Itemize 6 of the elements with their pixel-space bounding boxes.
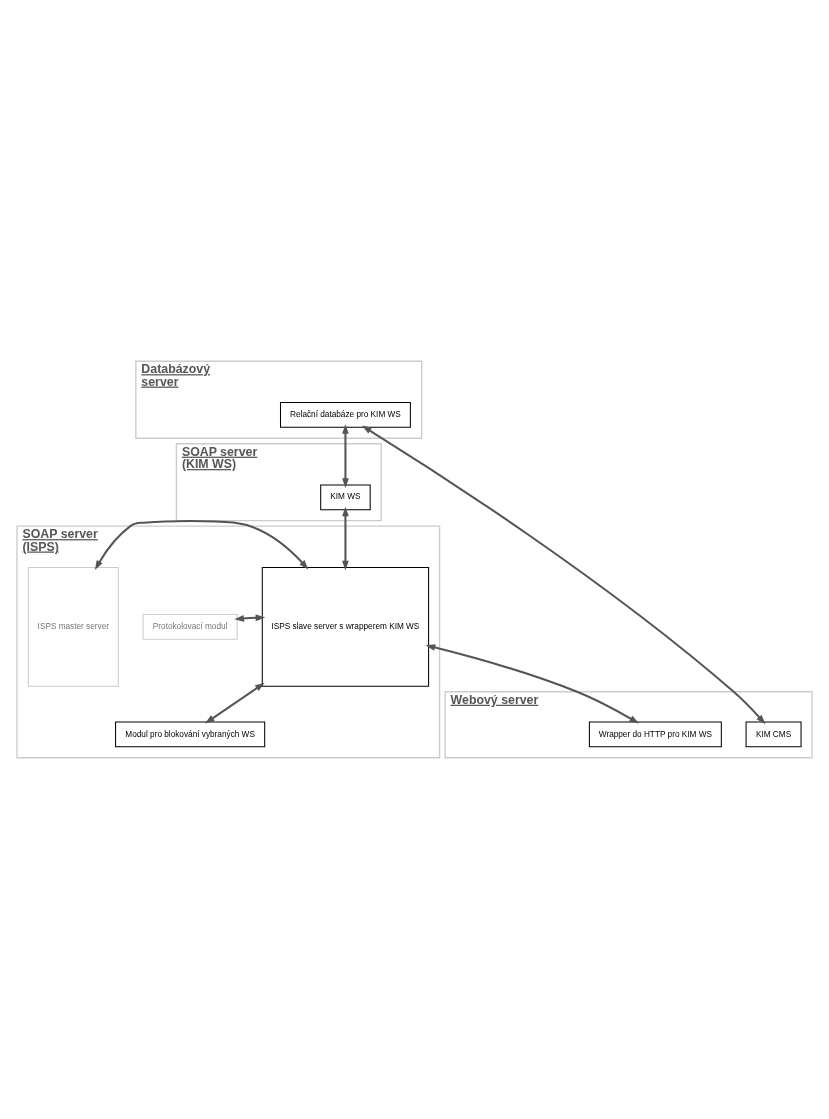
arrow <box>425 644 639 724</box>
arrow <box>361 425 766 725</box>
arrow <box>342 506 349 571</box>
arrow <box>204 682 265 724</box>
arrow <box>94 519 309 570</box>
arrow <box>342 424 349 488</box>
